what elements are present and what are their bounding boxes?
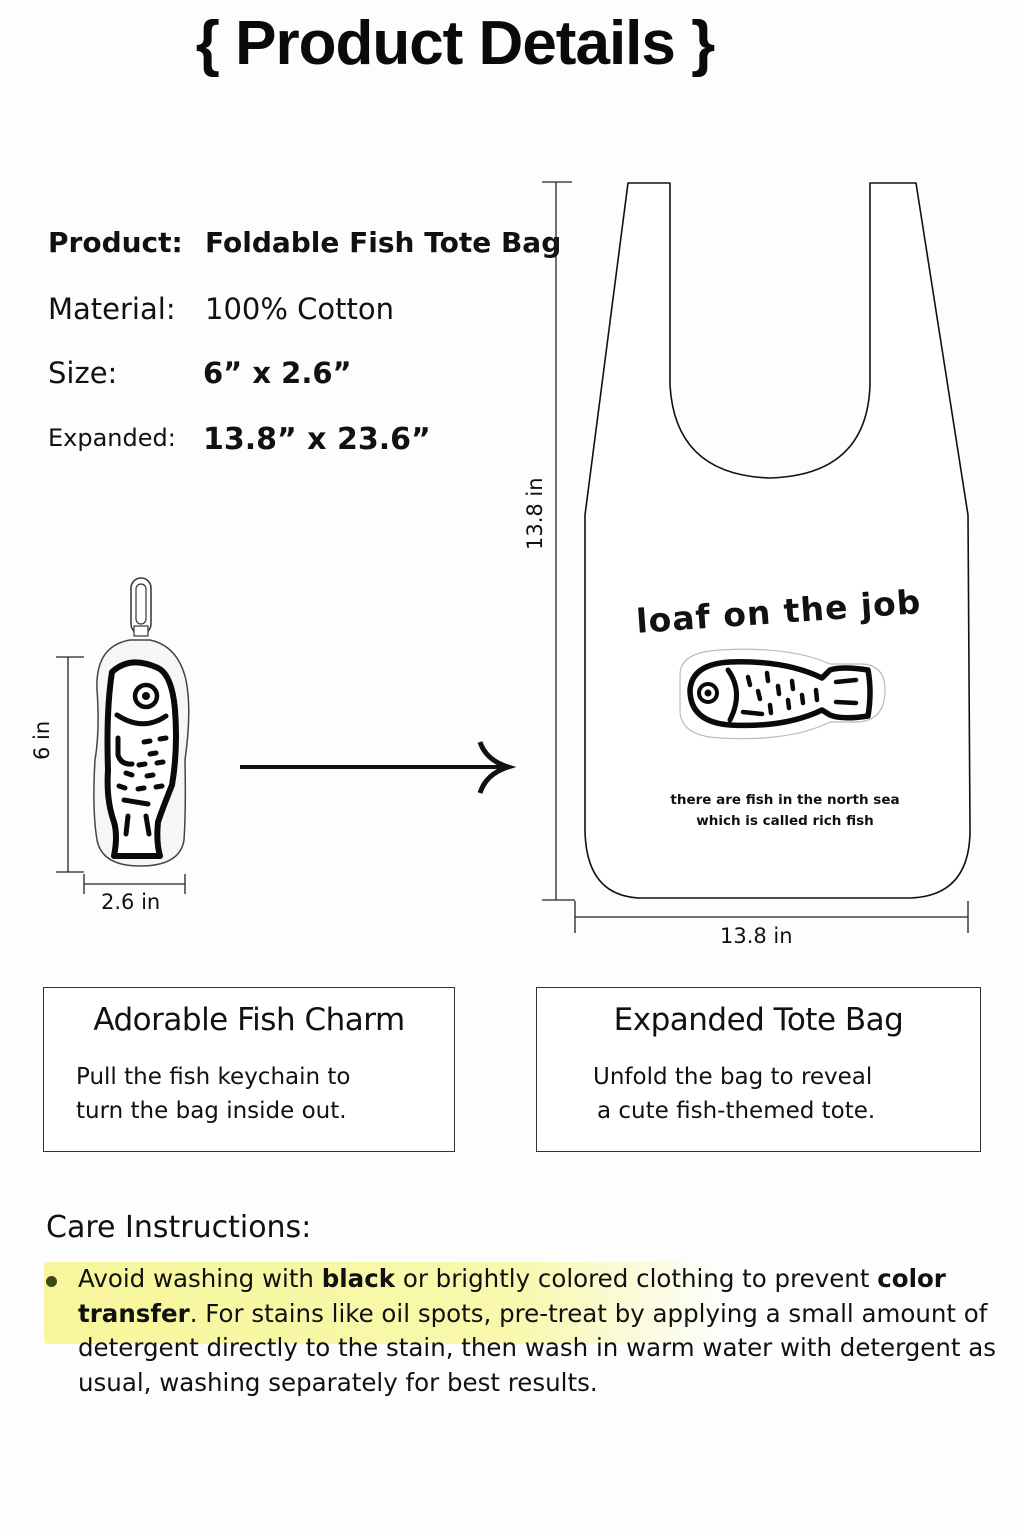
spec-value: 13.8” x 23.6” — [203, 422, 431, 457]
bag-width-dimension — [574, 901, 969, 933]
charm-height-label: 6 in — [30, 720, 54, 760]
card-fish-charm: Adorable Fish Charm Pull the fish keycha… — [43, 987, 455, 1152]
bag-height-label: 13.8 in — [523, 477, 547, 550]
card-title: Adorable Fish Charm — [93, 1002, 405, 1038]
card-expanded-tote: Expanded Tote Bag Unfold the bag to reve… — [536, 987, 981, 1152]
care-text-part: or brightly colored clothing to prevent — [395, 1264, 878, 1293]
page-title: { Product Details } — [195, 9, 715, 78]
spec-value: 6” x 2.6” — [203, 356, 352, 390]
bullet-icon — [46, 1276, 57, 1287]
care-text-part: Avoid washing with — [78, 1264, 322, 1293]
card-line2: a cute fish-themed tote. — [597, 1098, 876, 1124]
text-highlight — [44, 1262, 724, 1344]
spec-label: Product: — [48, 226, 183, 259]
card-line2: turn the bag inside out. — [76, 1098, 347, 1124]
spec-label: Material: — [48, 292, 176, 326]
charm-width-label: 2.6 in — [101, 890, 161, 914]
arrow-right-icon — [240, 741, 516, 794]
bag-print-line1: there are fish in the north sea — [670, 792, 900, 808]
spec-label: Size: — [48, 356, 118, 390]
spec-value: 100% Cotton — [205, 292, 394, 326]
care-text-bold: color transfer — [78, 1264, 946, 1328]
care-title: Care Instructions: — [46, 1210, 312, 1245]
card-line1: Unfold the bag to reveal — [593, 1064, 873, 1090]
charm-height-dimension — [56, 656, 84, 873]
tote-bag-illustration — [542, 181, 971, 933]
fish-charm-illustration — [56, 577, 190, 894]
care-instructions-text: Avoid washing with black or brightly col… — [78, 1262, 1008, 1400]
bag-width-label: 13.8 in — [720, 924, 793, 948]
spec-label: Expanded: — [48, 424, 176, 452]
care-text-bold: black — [321, 1264, 396, 1293]
care-text-part: . For stains like oil spots, pre-treat b… — [78, 1298, 997, 1397]
spec-value: Foldable Fish Tote Bag — [205, 226, 562, 259]
card-title: Expanded Tote Bag — [613, 1002, 904, 1038]
card-line1: Pull the fish keychain to — [76, 1064, 351, 1090]
charm-width-dimension — [83, 874, 186, 894]
bag-height-dimension — [542, 181, 575, 901]
bag-print-line2: which is called rich fish — [696, 813, 874, 829]
